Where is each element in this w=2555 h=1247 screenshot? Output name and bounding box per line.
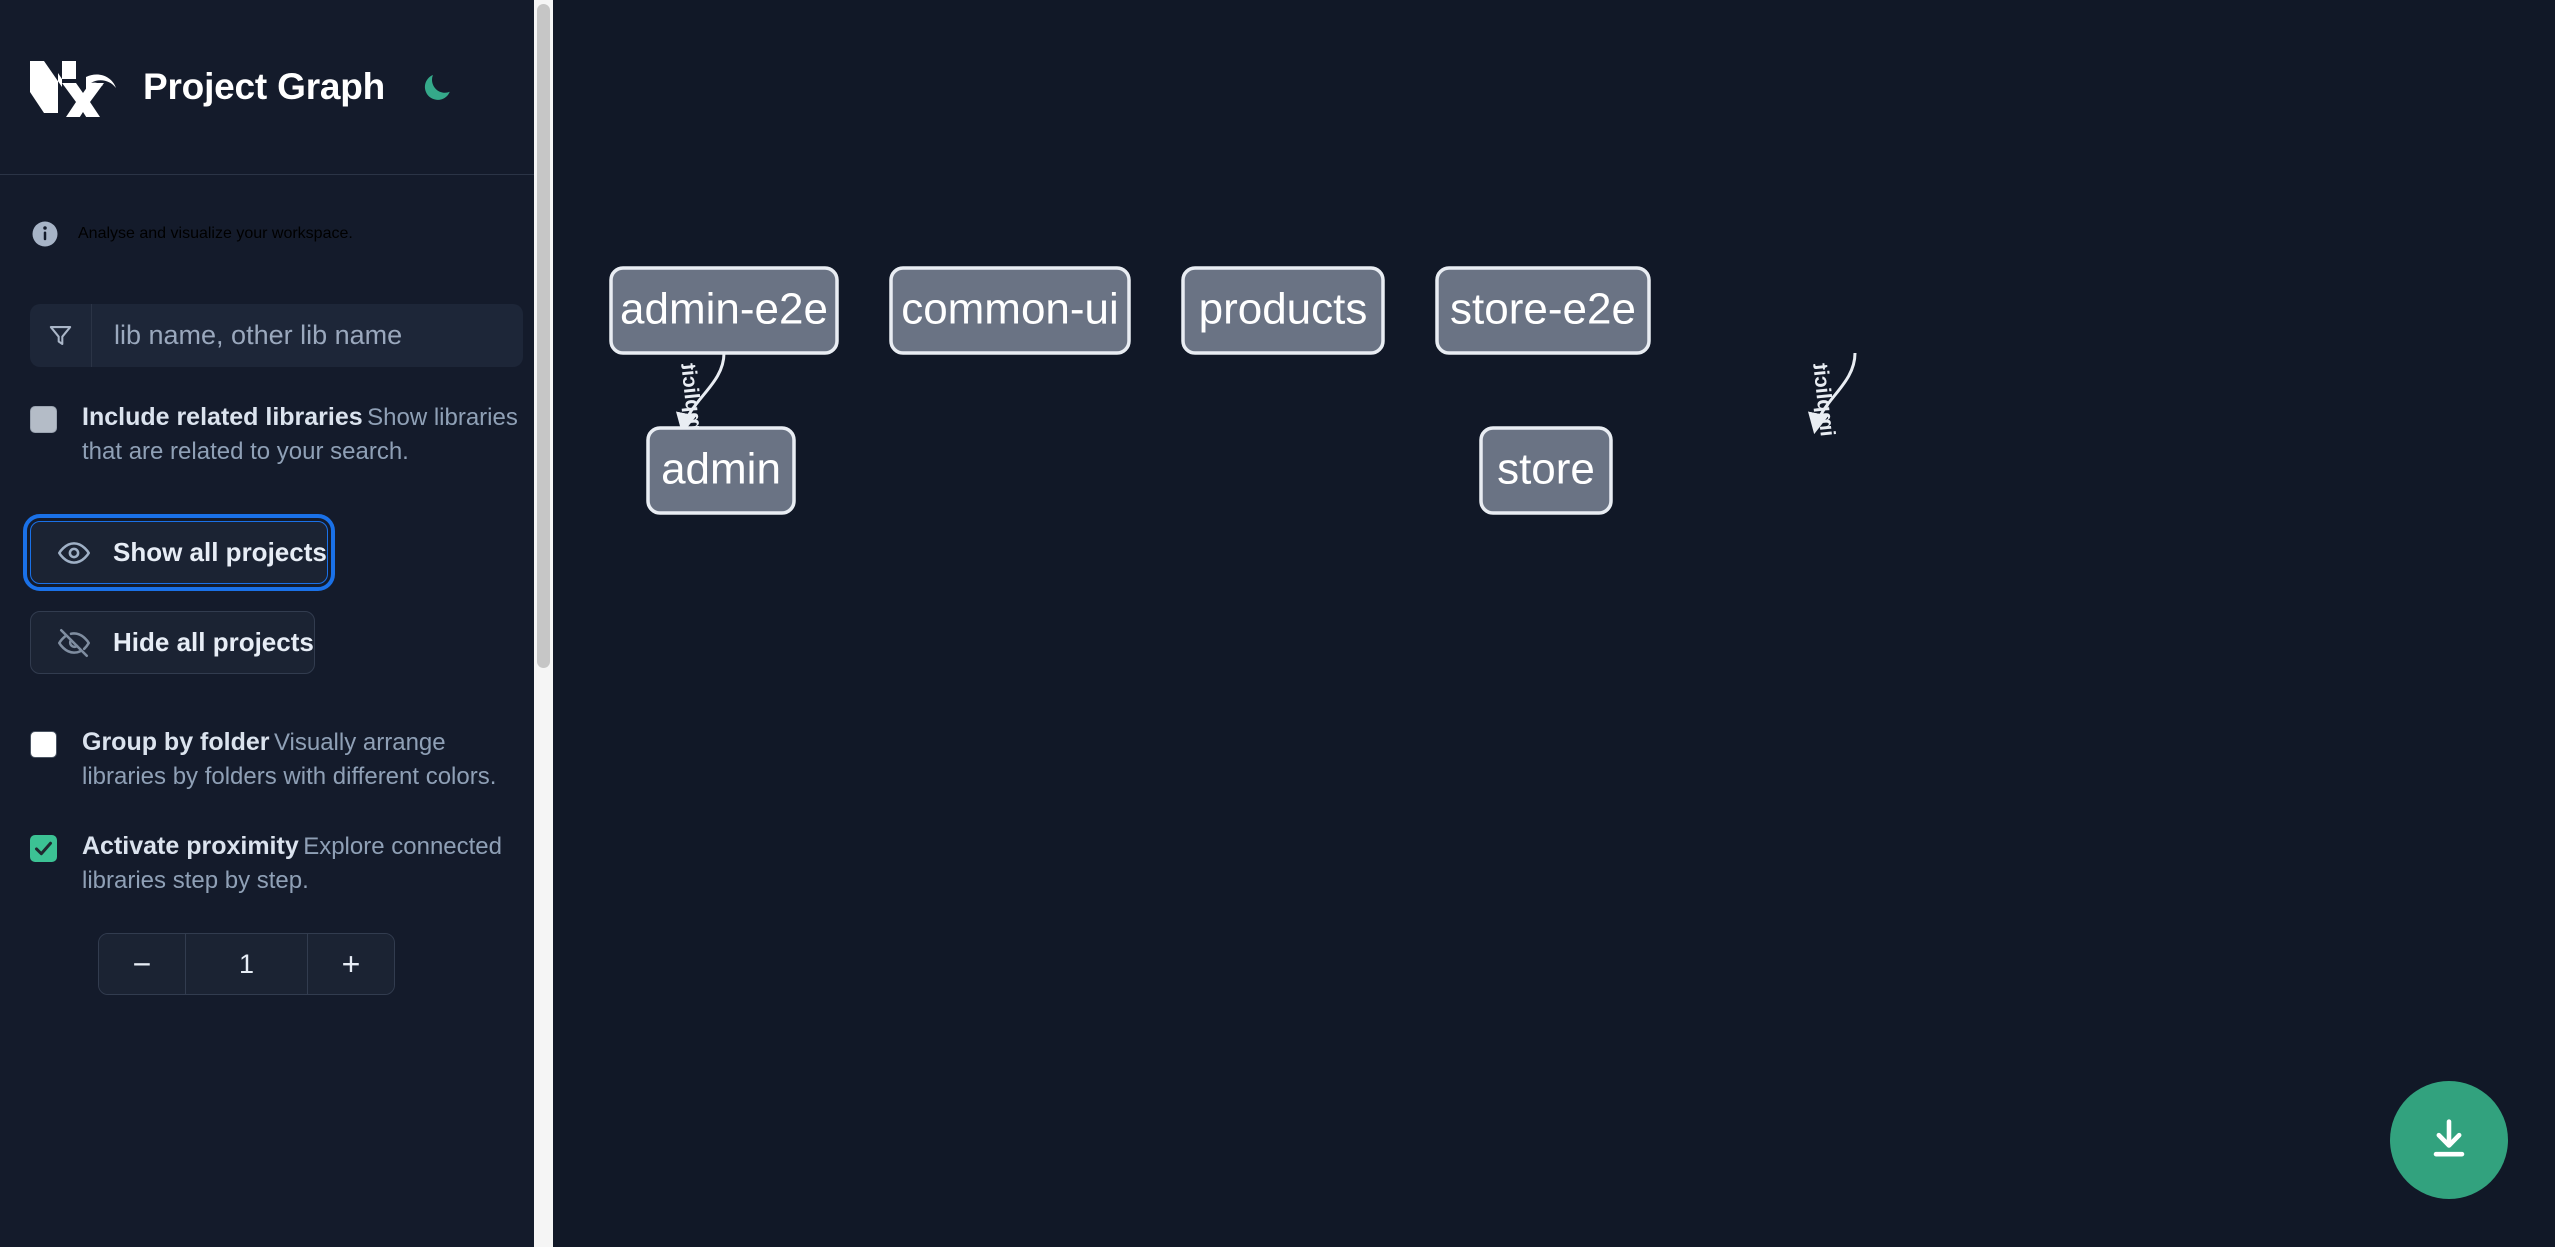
- activate-proximity-checkbox[interactable]: [30, 830, 82, 898]
- moon-icon[interactable]: [415, 65, 459, 109]
- option-text: Include related libraries Show libraries…: [82, 401, 523, 469]
- graph-node-admin[interactable]: admin: [646, 426, 796, 515]
- group-by-folder-checkbox[interactable]: [30, 726, 82, 794]
- checkbox-box: [30, 731, 57, 759]
- sidebar-body: Analyse and visualize your workspace. In…: [0, 175, 553, 1247]
- funnel-icon: [30, 304, 92, 367]
- option-text: Group by folder Visually arrange librari…: [82, 726, 523, 794]
- checkbox-box: [30, 835, 57, 863]
- option-group-by-folder[interactable]: Group by folder Visually arrange librari…: [30, 674, 523, 794]
- checkbox-box: [30, 406, 57, 433]
- page-title: Project Graph: [143, 66, 386, 107]
- download-graph-button[interactable]: [2390, 1081, 2508, 1199]
- search-input[interactable]: [92, 304, 523, 367]
- sidebar: Project Graph Analyse and visualize your…: [0, 0, 553, 1247]
- sidebar-scrollbar[interactable]: [534, 0, 553, 1247]
- show-all-projects-button[interactable]: Show all projects: [23, 514, 335, 592]
- tagline-text: Analyse and visualize your workspace.: [78, 225, 353, 242]
- sidebar-header: Project Graph: [0, 0, 553, 175]
- graph-edge-admin-e2e-admin[interactable]: implicit: [676, 352, 726, 438]
- graph-node-label: store-e2e: [1450, 285, 1636, 334]
- edge-label: implicit: [676, 362, 707, 438]
- option-include-related-libraries[interactable]: Include related libraries Show libraries…: [30, 367, 523, 469]
- info-icon: [30, 219, 60, 249]
- check-icon: [35, 842, 52, 856]
- graph-node-label: store: [1497, 445, 1595, 494]
- graph-node-admin-e2e[interactable]: admin-e2e: [609, 266, 839, 355]
- filter-box[interactable]: [30, 304, 523, 367]
- proximity-increment-button[interactable]: +: [308, 934, 394, 995]
- graph-node-store-e2e[interactable]: store-e2e: [1435, 266, 1651, 355]
- option-description: Show libraries that are related to your …: [82, 404, 518, 466]
- graph-node-label: admin-e2e: [620, 285, 828, 334]
- hide-all-projects-button[interactable]: Hide all projects: [30, 611, 315, 675]
- option-description: Visually arrange libraries by folders wi…: [82, 729, 497, 791]
- graph-node-common-ui[interactable]: common-ui: [889, 266, 1131, 355]
- graph-node-label: admin: [661, 445, 781, 494]
- sidebar-scrollbar-thumb[interactable]: [537, 4, 550, 668]
- graph-edge-store-e2e-store[interactable]: implicit: [1808, 352, 1857, 438]
- option-label: Include related libraries: [82, 403, 363, 431]
- tagline: Analyse and visualize your workspace.: [0, 175, 553, 249]
- option-label: Activate proximity: [82, 832, 299, 861]
- eye-icon: [57, 536, 91, 570]
- option-activate-proximity[interactable]: Activate proximity Explore connected lib…: [30, 794, 523, 898]
- project-graph-svg: implicit implicit admin-e2e common-ui pr…: [609, 266, 1857, 515]
- proximity-stepper[interactable]: − 1 +: [98, 933, 395, 996]
- show-all-projects-label: Show all projects: [113, 537, 327, 568]
- eye-off-icon: [57, 626, 91, 660]
- graph-canvas[interactable]: implicit implicit admin-e2e common-ui pr…: [553, 0, 2555, 1247]
- proximity-decrement-button[interactable]: −: [99, 934, 185, 995]
- nx-logo-icon: [26, 57, 118, 117]
- graph-node-store[interactable]: store: [1479, 426, 1613, 515]
- edge-label: implicit: [1808, 362, 1839, 438]
- include-related-libraries-checkbox[interactable]: [30, 401, 82, 469]
- graph-node-label: common-ui: [901, 285, 1119, 334]
- download-icon: [2423, 1113, 2475, 1168]
- graph-node-label: products: [1199, 285, 1368, 334]
- option-description: Explore connected libraries step by step…: [82, 833, 502, 895]
- proximity-value: 1: [185, 934, 308, 995]
- option-text: Activate proximity Explore connected lib…: [82, 830, 523, 898]
- option-label: Group by folder: [82, 728, 270, 757]
- graph-node-products[interactable]: products: [1181, 266, 1385, 355]
- hide-all-projects-label: Hide all projects: [113, 627, 314, 658]
